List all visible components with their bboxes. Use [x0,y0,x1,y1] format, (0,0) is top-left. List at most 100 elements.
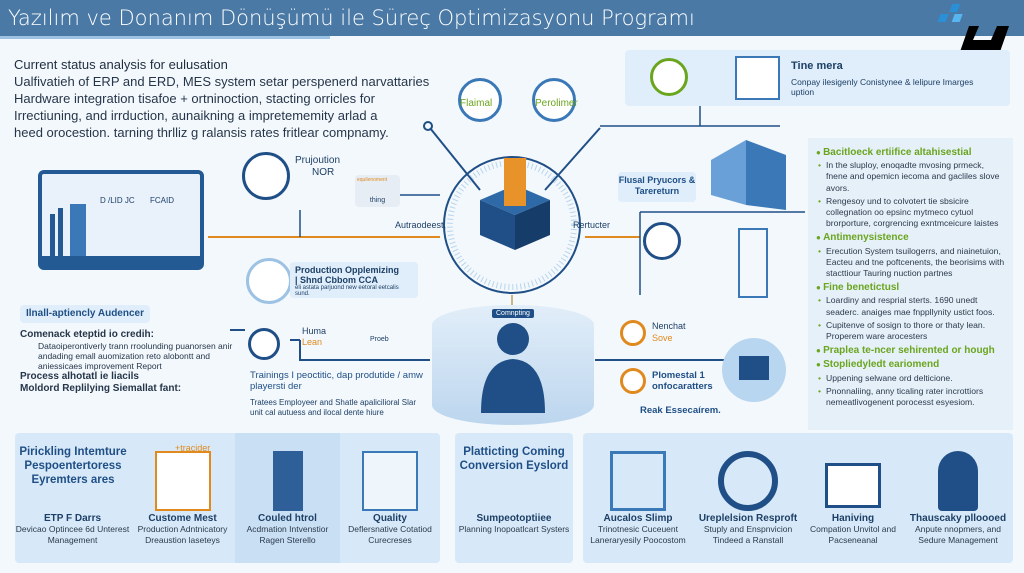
card-desc: Compation Unvitol and Pacseneanal [810,524,896,545]
card-title: Aucalos Slimp [603,513,673,524]
chip-icon [735,56,780,100]
node-perolimer [532,78,576,122]
dashboard-icon [154,451,211,511]
person-icon [481,323,545,413]
card-haniving: Haniving Compation Unvitol and Pacsenean… [803,433,903,563]
opt-sub: | Shnd Cbbom CCA [295,275,379,285]
reak-label: Reak Essecaírem. [640,405,721,416]
audience-title: Ilnall-aptiencly Audencer [20,305,150,323]
node-flaimal [458,78,502,122]
bottom-left-title: Pirickling Intemture Pespoentertoress Ey… [19,446,127,486]
intro-line: Hardware integration tisafoe + ortninoct… [14,91,375,106]
gear-icon [643,222,681,260]
card-ureplelsion: Ureplelsion Resproft Stuply and Enspnvic… [693,433,803,563]
monitor-icon [825,463,881,508]
intro-block: Current status analysis for eulusation U… [14,56,434,141]
card-quality: Quality Deflersnative Cotatiod Curecrese… [340,433,440,563]
equipment-label: thing [369,197,386,204]
title-underline [0,36,330,39]
factory-building-icon [711,140,786,210]
card-title: Custome Mest [148,513,217,524]
time-title: Tine mera [791,60,843,72]
card-desc: Stuply and Enspnvicion Tindeed a Ranstal… [703,524,793,545]
panel-bullet: Uppening selwane ord delticione. [816,373,1005,384]
audience-block: Ilnall-aptiencly Audencer Comenack etept… [20,305,420,395]
tracider-tag: +tracider [175,443,211,453]
lean-label: Lean [302,337,323,347]
panel-heading: Antimenysistence [816,232,1005,243]
time-desc: Conpay ilesigenly Conistynee & lelipure … [791,77,974,97]
gear-wheel-icon [718,451,778,511]
training-item: Trainings I peoctitic, dap produtide / a… [250,370,423,392]
intro-line: Irrectiuning, and irrduction, aunaikning… [14,108,378,123]
plomestal-label: Plomestal 1 onfocaratters [652,370,713,392]
panel-bullet: In the sluploy, enoqadte mvosing prmeck,… [816,160,1005,194]
production-title: Prujoution [295,155,341,166]
card-title: Sumpeotoptiiee [476,513,552,524]
server-icon [272,451,303,511]
lean-icon [248,328,280,360]
laptop-base [40,256,202,270]
card-desc: Acdmation Intvenstior Ragen Sterello [246,524,329,545]
proed-label: Proeb [370,336,389,343]
card-custome: Custome Mest Production Adntnicatory Dre… [130,433,235,563]
phone-icon [246,258,292,304]
laptop-label: D /LID JC [100,196,135,205]
card-desc: Production Adntnicatory Dreaustion laset… [137,524,228,545]
production-optimizing-box: Production Opplemizing | Shnd Cbbom CCA … [290,262,418,298]
intro-line: Ualfivatieh of ERP and ERD, MES system s… [14,74,430,89]
training-item: Tratees Employeer and Shatle apalicilior… [250,398,417,417]
left-arrow-label: Autraodeest, [395,220,447,230]
nenchat-label: Nenchat [652,321,686,331]
nenchat-sub: Sove [652,333,673,343]
card-desc: Planning Inopoatlcart Systers [458,524,570,534]
card-control: Couled htrol Acdmation Intvenstior Ragen… [235,433,340,563]
top-right-box: Tine mera Conpay ilesigenly Conistynee &… [625,50,1010,106]
node-flaimal-label: Flaimal [460,98,493,109]
bottom-mid-title: Platticting Coming Conversion Eyslord [459,446,569,472]
card-desc: Anpute nnopmers, and Sedure Management [914,524,1001,545]
bottom-left-strip: Pirickling Intemture Pespoentertoress Ey… [15,433,440,563]
intro-title: Current status analysis for eulusation [14,57,228,72]
audience-item: Moldord Replilying Siemallat fant: [20,383,182,394]
panel-heading: Stopliedyledt eariomend [816,359,1005,370]
panel-bullet: Loardiny and resprial sterts. 1690 unedt… [816,295,1005,317]
audience-item: Comenack eteptid io credih: [20,329,154,340]
audience-item-sub: Dataoiperontiverly trann rroolunding pua… [38,341,233,371]
card-desc: Deflersnative Cotatiod Curecreses [348,524,432,545]
page-title: Yazılım ve Donanım Dönüşümü ile Süreç Op… [0,0,1024,36]
opt-desc: eli astata parjuond new eetoral eetcalis… [295,285,399,297]
panel-bullet: Rengesoy und to colvotert tie sbsicire c… [816,196,1005,230]
hand-icon [620,368,646,394]
engineer-icon [938,451,978,511]
equipment-title: equilenoment [357,177,388,183]
intro-line: heed orocestion. tarning thrlliz g ralan… [14,125,389,140]
equipment-box: equilenoment thing [355,175,400,207]
card-desc: Trinotnesic Cuceuent Laneraryesily Pooco… [590,524,686,545]
card-planning: Platticting Coming Conversion Eyslord Su… [455,433,573,563]
computer-icon [722,338,786,402]
building-icon [620,320,646,346]
laptop-illustration: D /LID JC FCAID [38,170,204,270]
server-rack-icon [70,204,86,259]
card-title: Quality [373,513,407,524]
card-aucalos: Aucalos Slimp Trinotnesic Cuceuent Laner… [583,433,693,563]
worker-icon [242,152,290,200]
huma-label: Huma [302,326,327,336]
card-title: Couled htrol [258,513,317,524]
bottom-right-strip: Aucalos Slimp Trinotnesic Cuceuent Laner… [583,433,1013,563]
panel-heading: Bacitloeck ertiifice altahisestial [816,147,1005,158]
card-desc: Devicao Optincee 6d Unterest Management [15,524,130,545]
bottom-mid-strip: Platticting Coming Conversion Eyslord Su… [455,433,573,563]
central-cube-icon [480,158,550,250]
card-title: Haniving [831,513,875,524]
flusal-label: Flusal Pryucors & Tarereturn [618,172,696,202]
control-panel-icon [362,451,418,511]
worker-scaffold-icon [610,451,666,511]
cylinder-label: Comnpting [492,309,534,318]
right-arrow-label: Rertucter [573,220,611,230]
brain-icon [650,58,688,96]
card-thauscaky: Thauscaky plloooed Anpute nnopmers, and … [903,433,1013,563]
production-sub: NOR [312,167,335,178]
panel-bullet: Erecution System tsuilogerrs, and niaine… [816,246,1005,280]
